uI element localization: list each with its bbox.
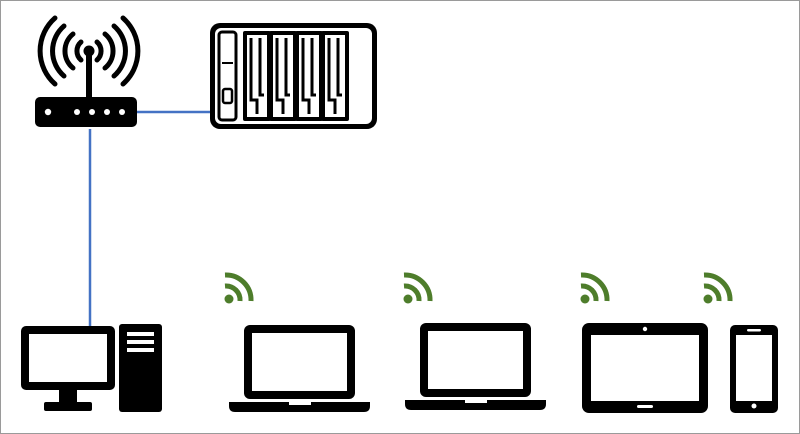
tower-case-icon <box>119 324 162 412</box>
desktop-computer-icon <box>21 324 162 412</box>
tablet-icon <box>582 323 708 413</box>
monitor-icon <box>21 326 115 411</box>
nas-4-bay-icon <box>210 23 377 129</box>
wifi-router-icon <box>35 15 141 127</box>
smartphone-icon <box>730 325 778 413</box>
laptop-icon <box>405 323 546 410</box>
wifi-signal-icon <box>224 272 254 304</box>
drive-bay-3 <box>295 31 323 121</box>
wifi-signal-icon <box>580 272 610 304</box>
drive-bay-1 <box>243 31 271 121</box>
drive-bay-2 <box>269 31 297 121</box>
drive-bay-4 <box>321 31 349 121</box>
laptop-icon <box>229 325 370 412</box>
wifi-signal-icon <box>703 272 733 304</box>
wifi-signal-icon <box>403 272 433 304</box>
